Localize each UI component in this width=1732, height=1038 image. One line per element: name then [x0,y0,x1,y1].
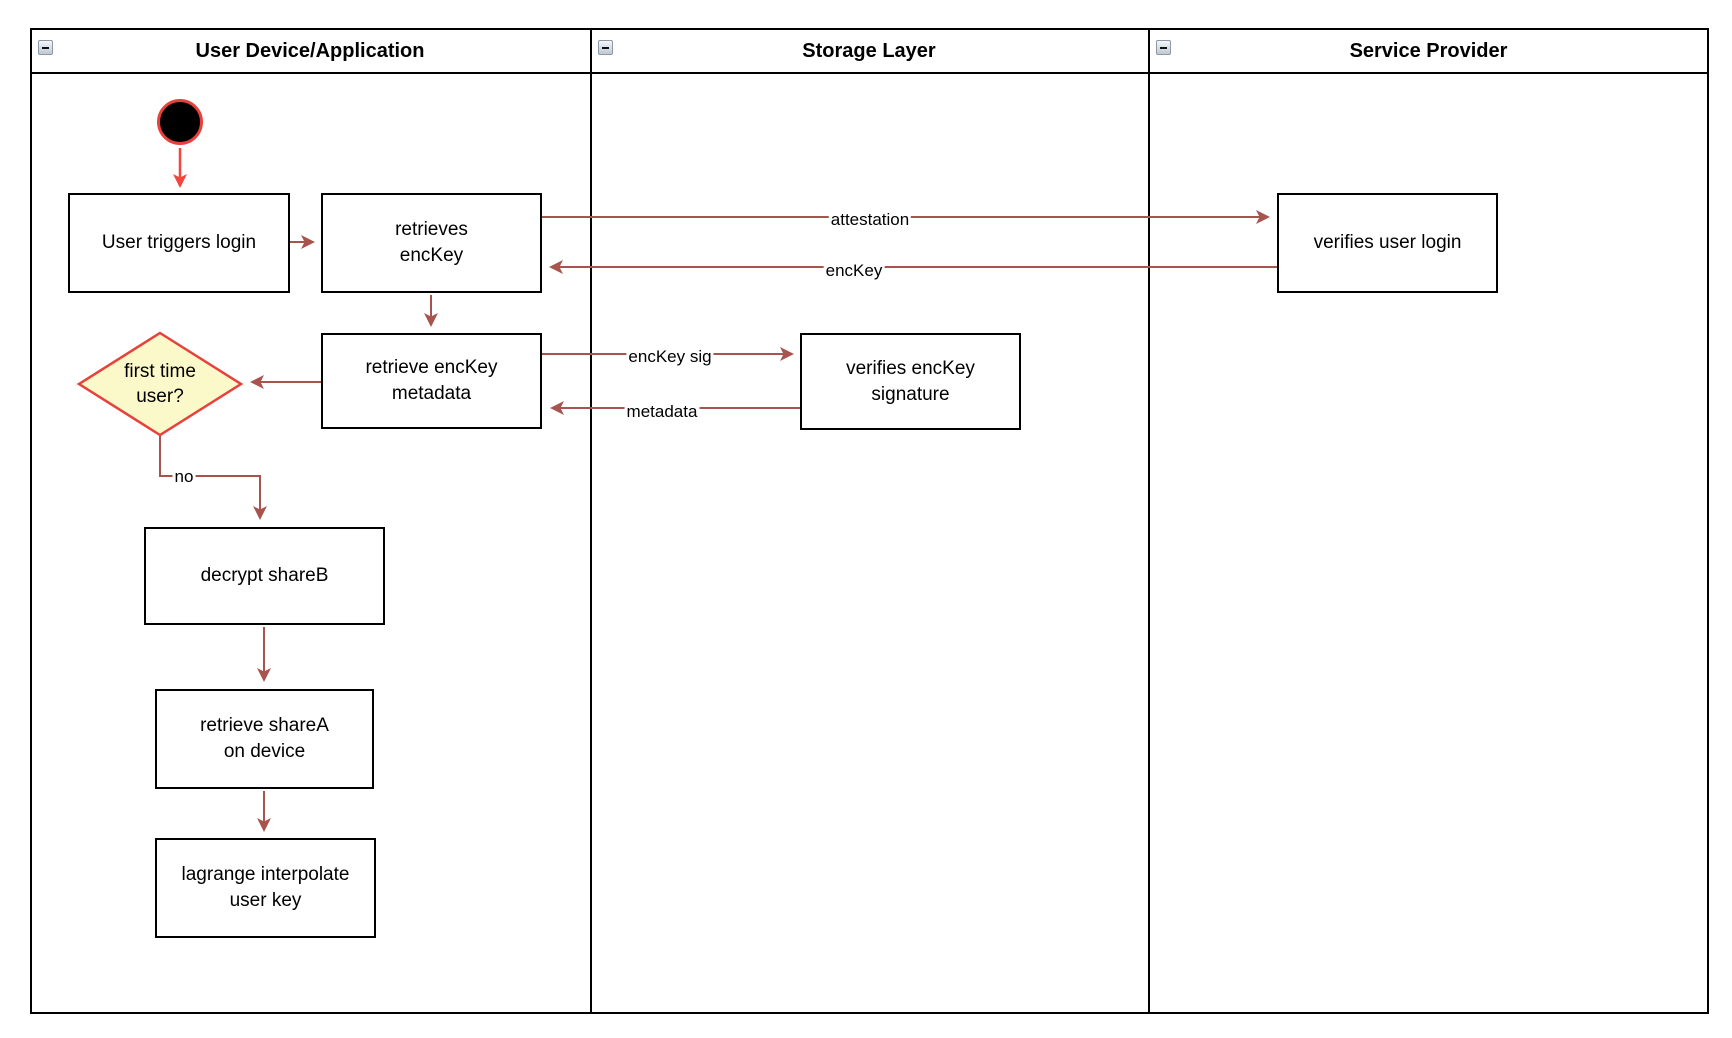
node-user-triggers-login[interactable]: User triggers login [68,193,290,293]
decision-first-time-user[interactable]: first time user? [76,330,244,438]
minus-icon [1160,46,1167,49]
node-decrypt-shareb[interactable]: decrypt shareB [144,527,385,625]
decision-diamond-shape [76,331,244,437]
collapse-button-storage-layer[interactable] [598,40,613,55]
decision-label: first time user? [124,361,196,407]
edge-label-no: no [172,467,196,487]
lane-divider-1 [590,28,592,1014]
node-lagrange-interpolate[interactable]: lagrange interpolate user key [155,838,376,938]
node-label: retrieve shareA on device [200,715,329,762]
minus-icon [42,46,49,49]
node-label: User triggers login [101,232,257,253]
lane-header-user-device: User Device/Application [32,30,588,72]
edge-label-enckey: encKey [823,261,885,281]
minus-icon [602,46,609,49]
collapse-button-user-device[interactable] [38,40,53,55]
lane-divider-2 [1148,28,1150,1014]
node-verifies-enckey-signature[interactable]: verifies encKey signature [800,333,1021,430]
node-retrieves-enckey[interactable]: retrieves encKey [321,193,542,293]
node-label: retrieve encKey metadata [365,357,498,404]
lane-title-user-device: User Device/Application [195,39,425,62]
collapse-button-service-provider[interactable] [1156,40,1171,55]
lane-header-service-provider: Service Provider [1150,30,1707,72]
lane-title-storage-layer: Storage Layer [802,39,936,62]
node-retrieve-sharea[interactable]: retrieve shareA on device [155,689,374,789]
start-node[interactable] [157,99,203,145]
edge-label-attestation: attestation [828,210,912,230]
node-label: verifies encKey signature [846,357,975,405]
edge-label-enckey-sig: encKey sig [626,347,714,367]
node-label: verifies user login [1313,232,1462,253]
edge-label-metadata: metadata [624,402,700,422]
node-label: decrypt shareB [200,565,329,586]
node-label: retrieves encKey [395,219,468,266]
lane-header-divider [30,72,1709,74]
pool-border [30,28,1709,1014]
lane-title-service-provider: Service Provider [1349,39,1508,62]
node-label: lagrange interpolate user key [181,864,350,911]
lane-header-storage-layer: Storage Layer [592,30,1146,72]
node-verifies-user-login[interactable]: verifies user login [1277,193,1498,293]
node-retrieve-enckey-metadata[interactable]: retrieve encKey metadata [321,333,542,429]
